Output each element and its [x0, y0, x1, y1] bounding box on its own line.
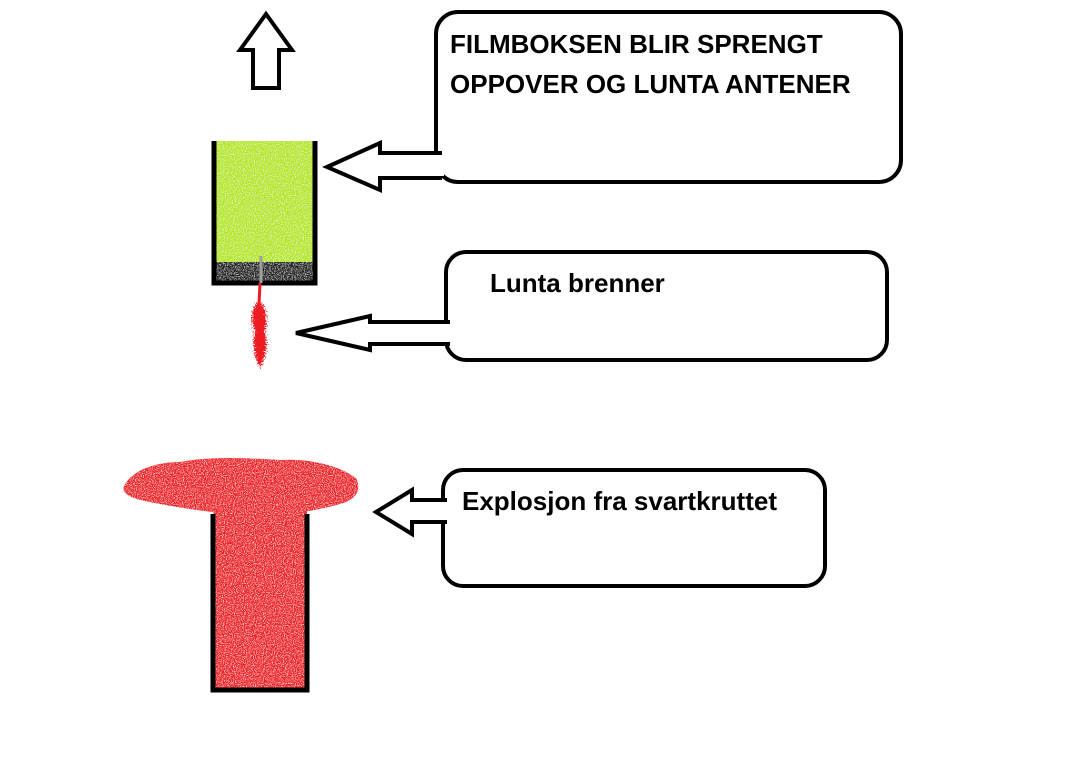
callout-top-line2: OPPOVER OG LUNTA ANTENER	[450, 69, 851, 99]
callout-middle	[295, 250, 889, 362]
callout-bottom-box	[441, 468, 827, 588]
explosion-cloud	[123, 458, 359, 514]
callout-middle-box	[444, 250, 889, 362]
callout-bottom-text: Explosjon fra svartkruttet	[462, 486, 777, 516]
callout-top-text: FILMBOKSEN BLIR SPRENGT OPPOVER OG LUNTA…	[450, 24, 851, 104]
callout-middle-arrow-icon	[295, 313, 450, 353]
callout-top	[322, 10, 903, 194]
callout-bottom	[372, 468, 827, 588]
explosion	[123, 458, 359, 693]
up-arrow-icon	[236, 10, 296, 90]
burning-fuse	[252, 282, 267, 368]
callout-bottom-arrow-icon	[372, 486, 447, 538]
black-powder-layer	[214, 262, 315, 282]
fuse-flame	[252, 300, 267, 368]
canister-body	[214, 141, 315, 281]
canister-outline	[211, 141, 318, 286]
callout-top-line1: FILMBOKSEN BLIR SPRENGT	[450, 29, 823, 59]
callout-top-box	[434, 10, 903, 184]
launch-tube-fill	[213, 500, 307, 690]
callout-middle-text: Lunta brenner	[490, 268, 665, 298]
launch-tube-outline	[210, 514, 310, 693]
film-canister	[211, 141, 318, 286]
callout-top-arrow-icon	[322, 139, 442, 194]
